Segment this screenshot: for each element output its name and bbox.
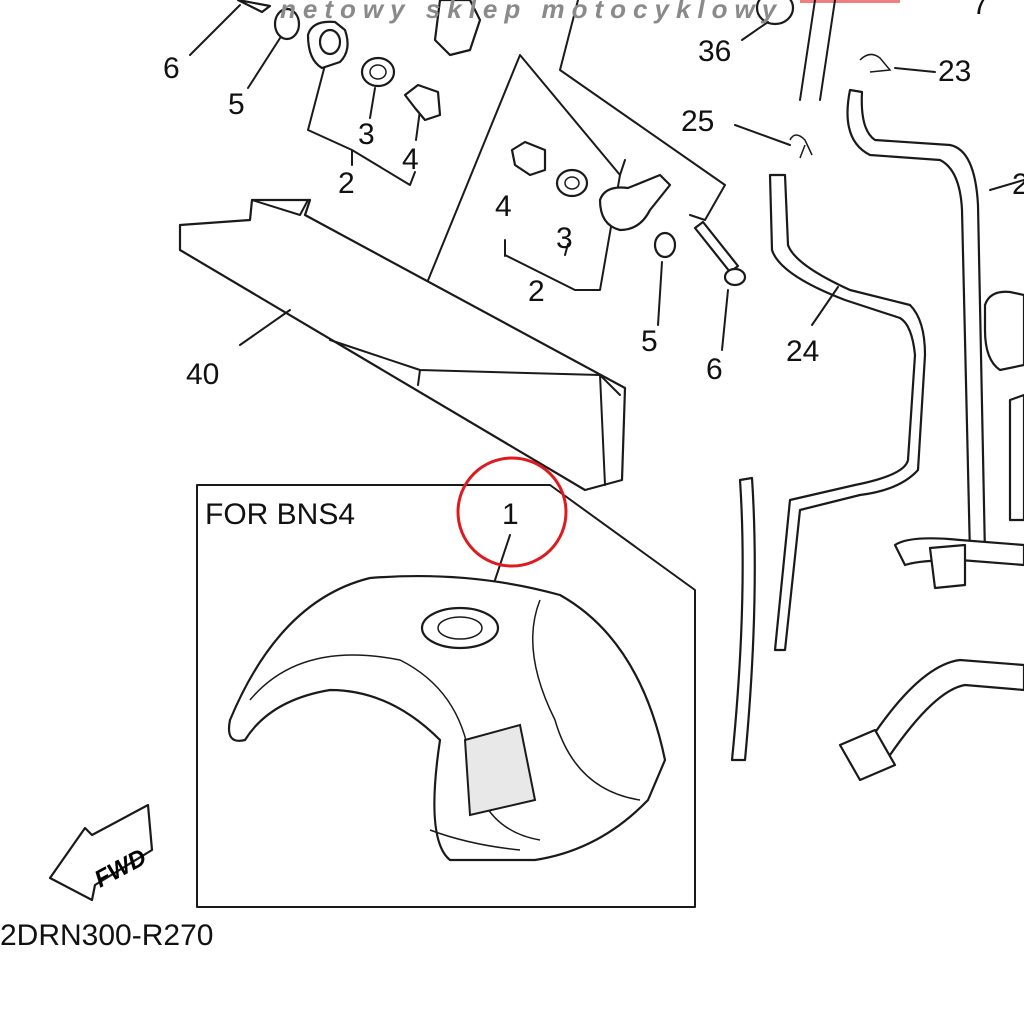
inset-title: FOR BNS4 [205,498,355,531]
callout-36: 36 [698,35,731,68]
collar-4 [403,83,442,122]
callout-23: 23 [938,55,971,88]
hose-24 [768,173,927,652]
callout-2-right: 2 [1012,168,1024,201]
grommet-3b [555,168,589,198]
grommet-3 [360,56,396,88]
connector-b [838,728,897,782]
washer-5b [653,231,677,259]
diagram-code: 2DRN300-R270 [0,919,213,952]
callout-1: 1 [502,498,519,531]
red-bar [800,0,900,3]
part-36 [755,0,795,26]
callout-2: 2 [338,167,355,200]
inset-box [196,484,696,908]
callout-3: 3 [358,118,375,151]
cover-40 [178,198,627,492]
callout-6: 6 [163,52,180,85]
filter [983,290,1024,372]
callout-4: 4 [402,143,419,176]
callout-6b: 6 [706,353,723,386]
tank-decal [463,723,537,817]
callout-40: 40 [186,358,219,391]
fwd-arrow-icon: FWD [48,803,154,902]
collar-4b [510,140,547,177]
fuel-cap [420,606,500,650]
washer-5 [273,7,301,41]
callout-3b: 3 [556,222,573,255]
callout-5b: 5 [641,325,658,358]
hose-b [730,476,756,762]
bolt-6 [693,220,740,274]
callout-2b: 2 [528,275,545,308]
callout-4b: 4 [495,190,512,223]
callout-7: 7 [972,0,989,21]
callout-25: 25 [681,105,714,138]
watermark: netowy sklep motocyklowy [280,0,783,24]
bracket-2b [598,173,672,232]
connector [928,543,967,590]
fuel-tank [227,574,667,862]
highlight-circle [456,456,568,568]
callout-5: 5 [228,88,245,121]
callout-24: 24 [786,335,819,368]
